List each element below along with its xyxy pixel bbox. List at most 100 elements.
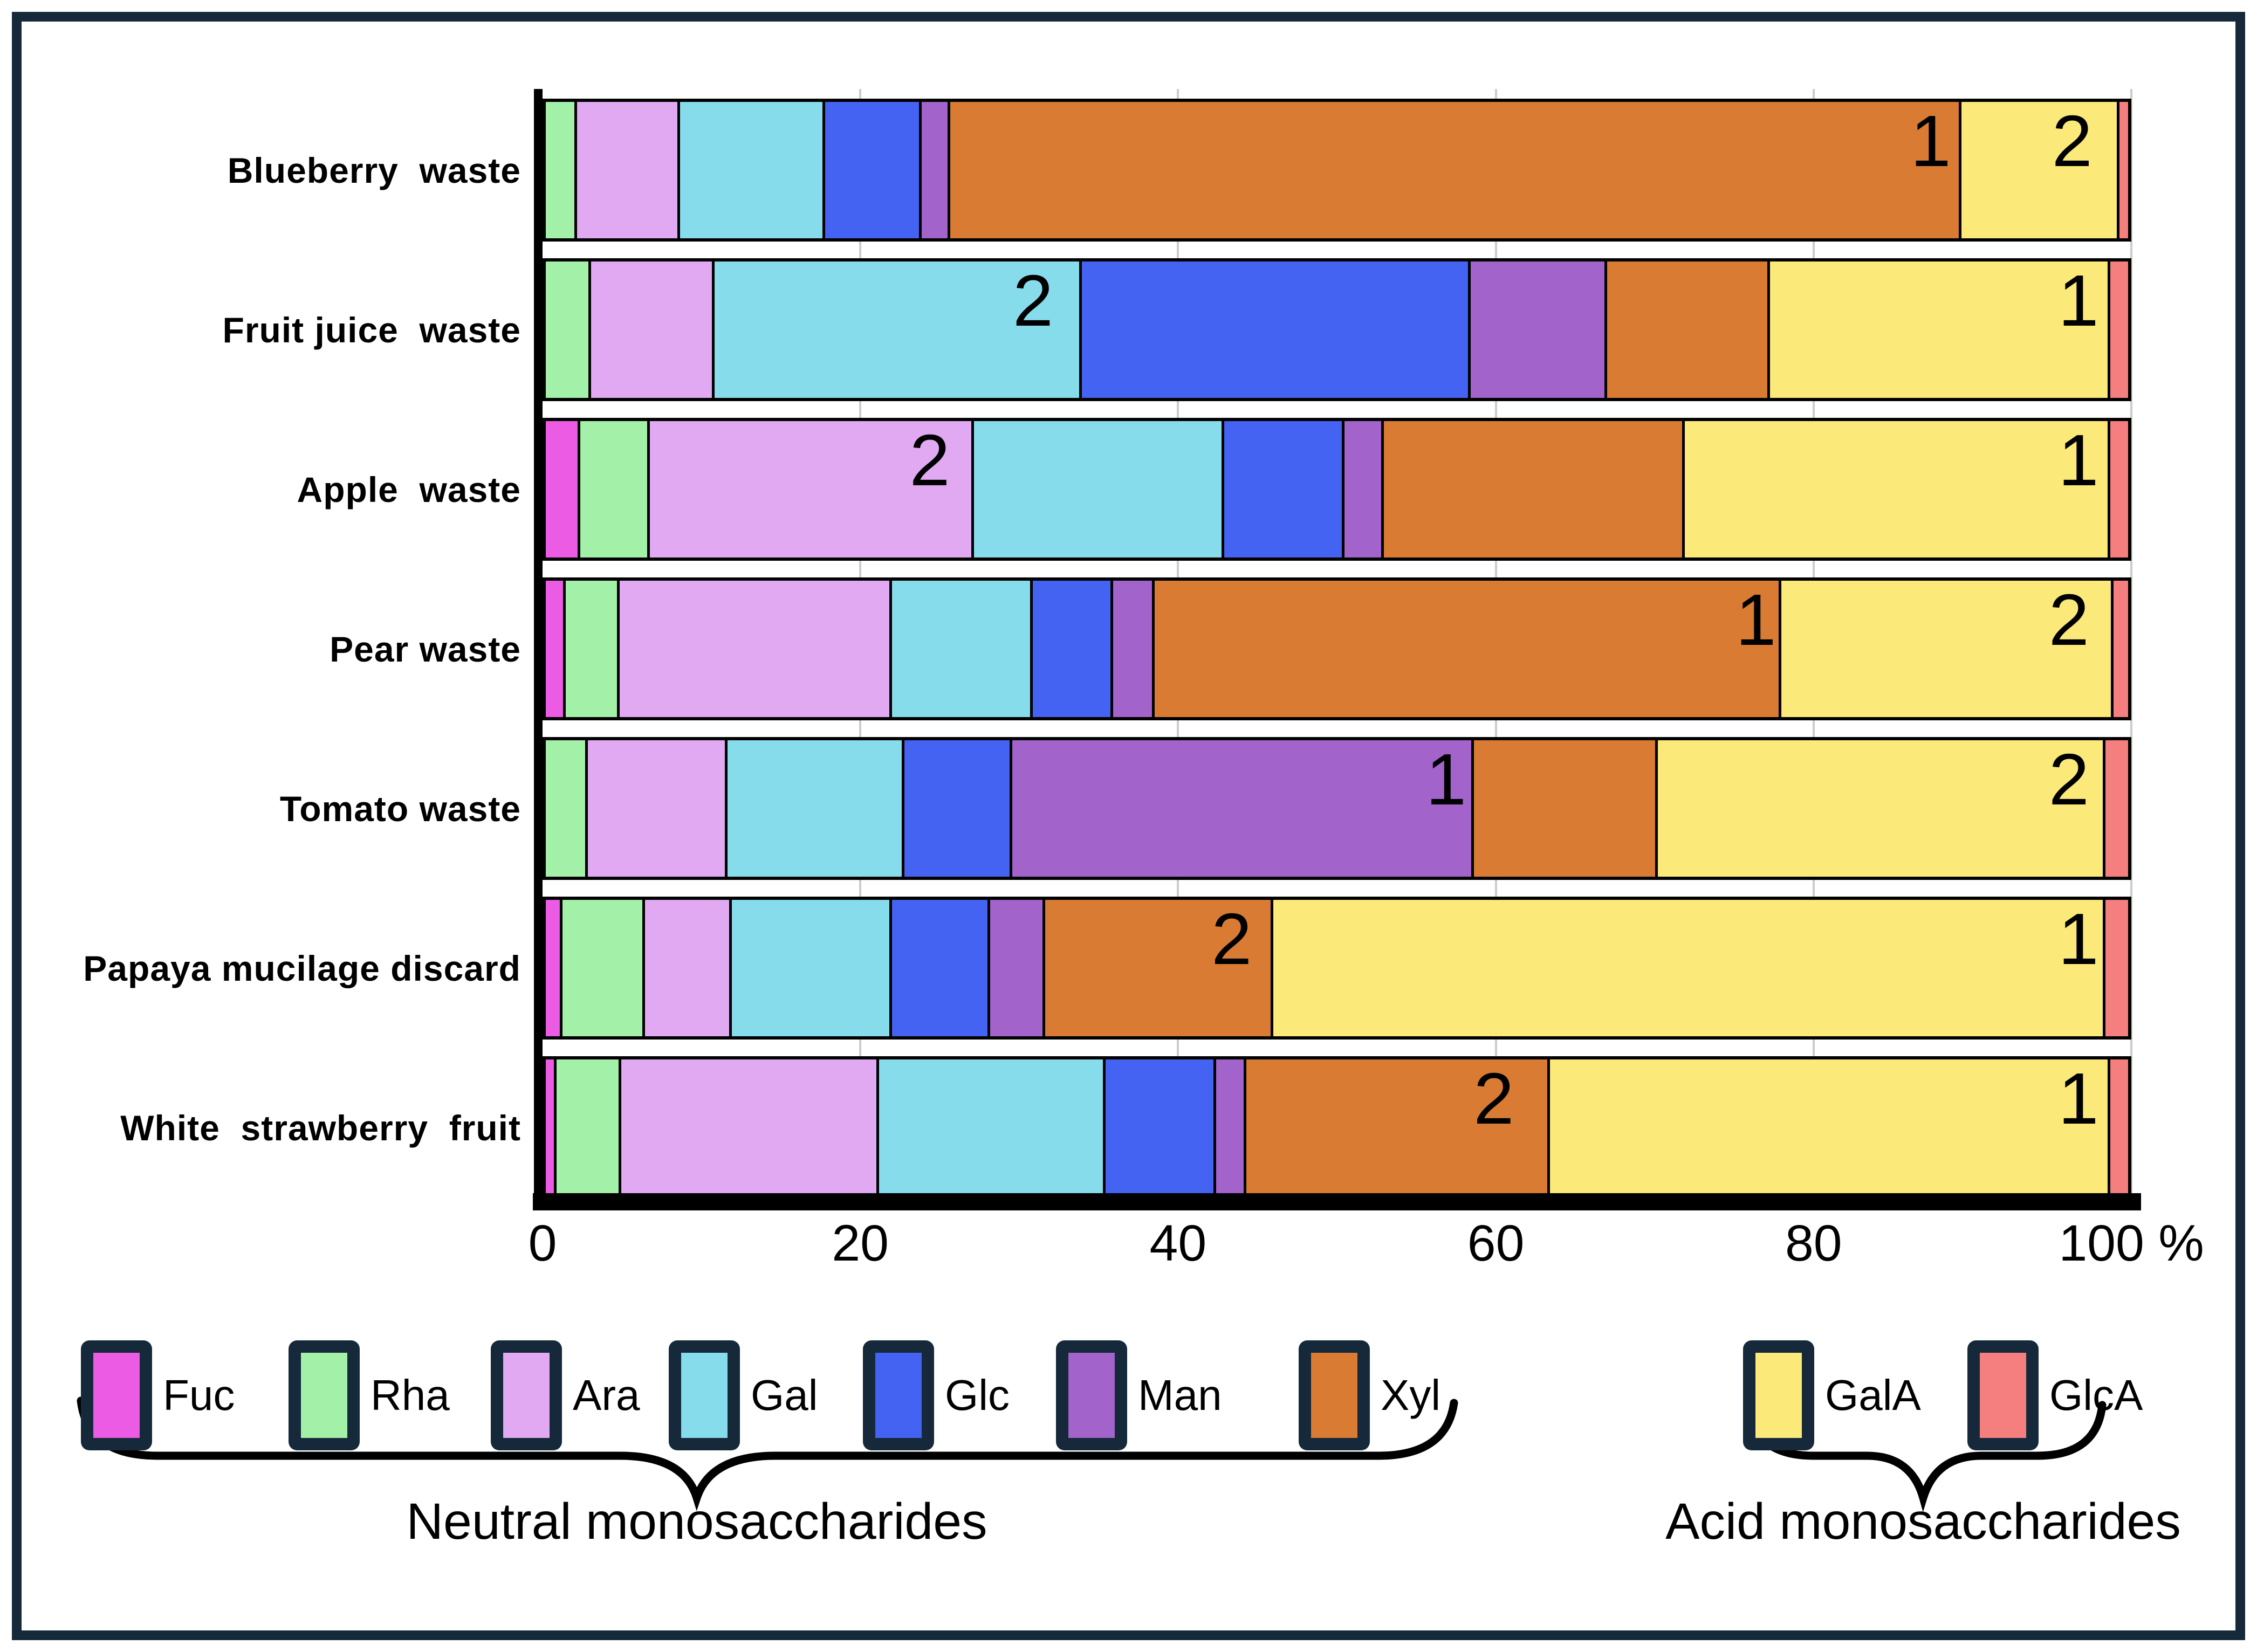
bar-segment-glca: [2107, 1059, 2128, 1196]
bar-segment-glc: [1079, 261, 1469, 398]
legend-swatch-man: [1056, 1340, 1127, 1450]
bar-segment-fuc: [546, 421, 578, 557]
legend-item-man: Man: [1056, 1340, 1222, 1450]
bar-segment-man: [1110, 581, 1152, 717]
legend-item-xyl: Xyl: [1299, 1340, 1440, 1450]
bar-row: [543, 1056, 2131, 1199]
bar-segment-xyl: [1151, 581, 1779, 717]
legend-label: Glc: [945, 1371, 1010, 1419]
bar-segment-glca: [2117, 102, 2128, 238]
bar-segment-gala: [1767, 261, 2108, 398]
row-label: Fruit juice waste: [222, 309, 521, 350]
bar-segment-gala: [1270, 900, 2103, 1036]
legend-item-glc: Glc: [863, 1340, 1010, 1450]
bar-segment-gala: [1778, 581, 2111, 717]
legend-label: Rha: [371, 1371, 450, 1419]
x-tick-label: 100 %: [2059, 1215, 2204, 1272]
legend-swatch-glca: [1967, 1340, 2039, 1450]
row-label: Papaya mucilage discard: [83, 948, 521, 988]
legend-item-glca: GlcA: [1967, 1340, 2143, 1450]
legend-label: GlcA: [2049, 1371, 2143, 1419]
row-label: Blueberry waste: [227, 150, 521, 190]
gridline: [2130, 89, 2132, 1193]
legend-label: Ara: [573, 1371, 640, 1419]
bar-segment-gal: [889, 581, 1030, 717]
bar-segment-gala: [1959, 102, 2117, 238]
legend-label: Man: [1138, 1371, 1222, 1419]
legend-swatch-gal: [669, 1340, 740, 1450]
legend-item-ara: Ara: [491, 1340, 640, 1450]
bar-segment-man: [1341, 421, 1382, 557]
legend-label: Gal: [751, 1371, 818, 1419]
bar-row: [543, 418, 2131, 561]
bar-row: [543, 99, 2131, 242]
legend-swatch-fuc: [81, 1340, 152, 1450]
x-tick-label: 40: [1149, 1215, 1207, 1272]
bar-segment-glca: [2103, 740, 2128, 877]
bar-segment-man: [1009, 740, 1472, 877]
x-tick-label: 80: [1785, 1215, 1842, 1272]
y-axis-line: [534, 89, 543, 1210]
bar-segment-gal: [729, 900, 889, 1036]
row-label: White strawberry fruit: [120, 1107, 521, 1148]
bar-segment-rha: [560, 900, 642, 1036]
bar-segment-fuc: [546, 900, 560, 1036]
x-tick-label: 0: [528, 1215, 557, 1272]
bar-segment-gal: [677, 102, 823, 238]
bar-segment-glca: [2110, 581, 2128, 717]
legend-label: GalA: [1825, 1371, 1921, 1419]
bar-segment-glc: [822, 102, 920, 238]
legend-swatch-fill: [1980, 1353, 2026, 1438]
bar-segment-man: [1468, 261, 1604, 398]
bar-segment-gal: [724, 740, 902, 877]
x-tick-label: 60: [1467, 1215, 1525, 1272]
bar-segment-xyl: [1604, 261, 1767, 398]
bar-segment-glc: [1030, 581, 1111, 717]
bar-segment-rha: [546, 261, 589, 398]
bar-segment-rha: [563, 581, 618, 717]
legend-swatch-ara: [491, 1340, 562, 1450]
bar-row: [543, 737, 2131, 880]
bar-segment-xyl: [1381, 421, 1682, 557]
legend-swatch-fill: [93, 1353, 140, 1438]
legend-item-gala: GalA: [1743, 1340, 1921, 1450]
x-axis-line: [533, 1193, 2141, 1210]
bar-row: [543, 577, 2131, 720]
legend-item-gal: Gal: [669, 1340, 818, 1450]
legend-swatch-xyl: [1299, 1340, 1370, 1450]
bar-segment-xyl: [1042, 900, 1271, 1036]
bar-segment-ara: [585, 740, 725, 877]
bar-segment-glc: [1102, 1059, 1214, 1196]
row-label: Pear waste: [330, 629, 521, 669]
legend-swatch-fill: [301, 1353, 347, 1438]
bar-segment-gala: [1682, 421, 2108, 557]
bar-segment-gal: [712, 261, 1079, 398]
legend-swatch-fill: [1311, 1353, 1357, 1438]
bar-segment-ara: [574, 102, 677, 238]
bar-segment-xyl: [1243, 1059, 1548, 1196]
legend-swatch-fill: [1755, 1353, 1802, 1438]
bar-segment-gal: [876, 1059, 1103, 1196]
bar-row: [543, 897, 2131, 1040]
bar-segment-rha: [553, 1059, 619, 1196]
bar-segment-ara: [588, 261, 712, 398]
bar-segment-rha: [577, 421, 647, 557]
legend-swatch-fill: [681, 1353, 728, 1438]
bar-segment-glc: [889, 900, 987, 1036]
legend-swatch-glc: [863, 1340, 934, 1450]
bar-segment-gala: [1655, 740, 2103, 877]
bar-segment-ara: [618, 1059, 877, 1196]
legend-item-rha: Rha: [289, 1340, 450, 1450]
legend-label: Fuc: [163, 1371, 235, 1419]
acid-caption: Acid monosaccharides: [1665, 1493, 2181, 1550]
x-tick-label: 20: [832, 1215, 889, 1272]
bar-segment-xyl: [1471, 740, 1655, 877]
bar-segment-man: [919, 102, 948, 238]
bar-segment-gala: [1547, 1059, 2108, 1196]
bar-segment-glca: [2103, 900, 2128, 1036]
bar-segment-ara: [617, 581, 889, 717]
bar-segment-rha: [546, 740, 586, 877]
legend-swatch-fill: [1068, 1353, 1115, 1438]
bar-segment-xyl: [948, 102, 1959, 238]
